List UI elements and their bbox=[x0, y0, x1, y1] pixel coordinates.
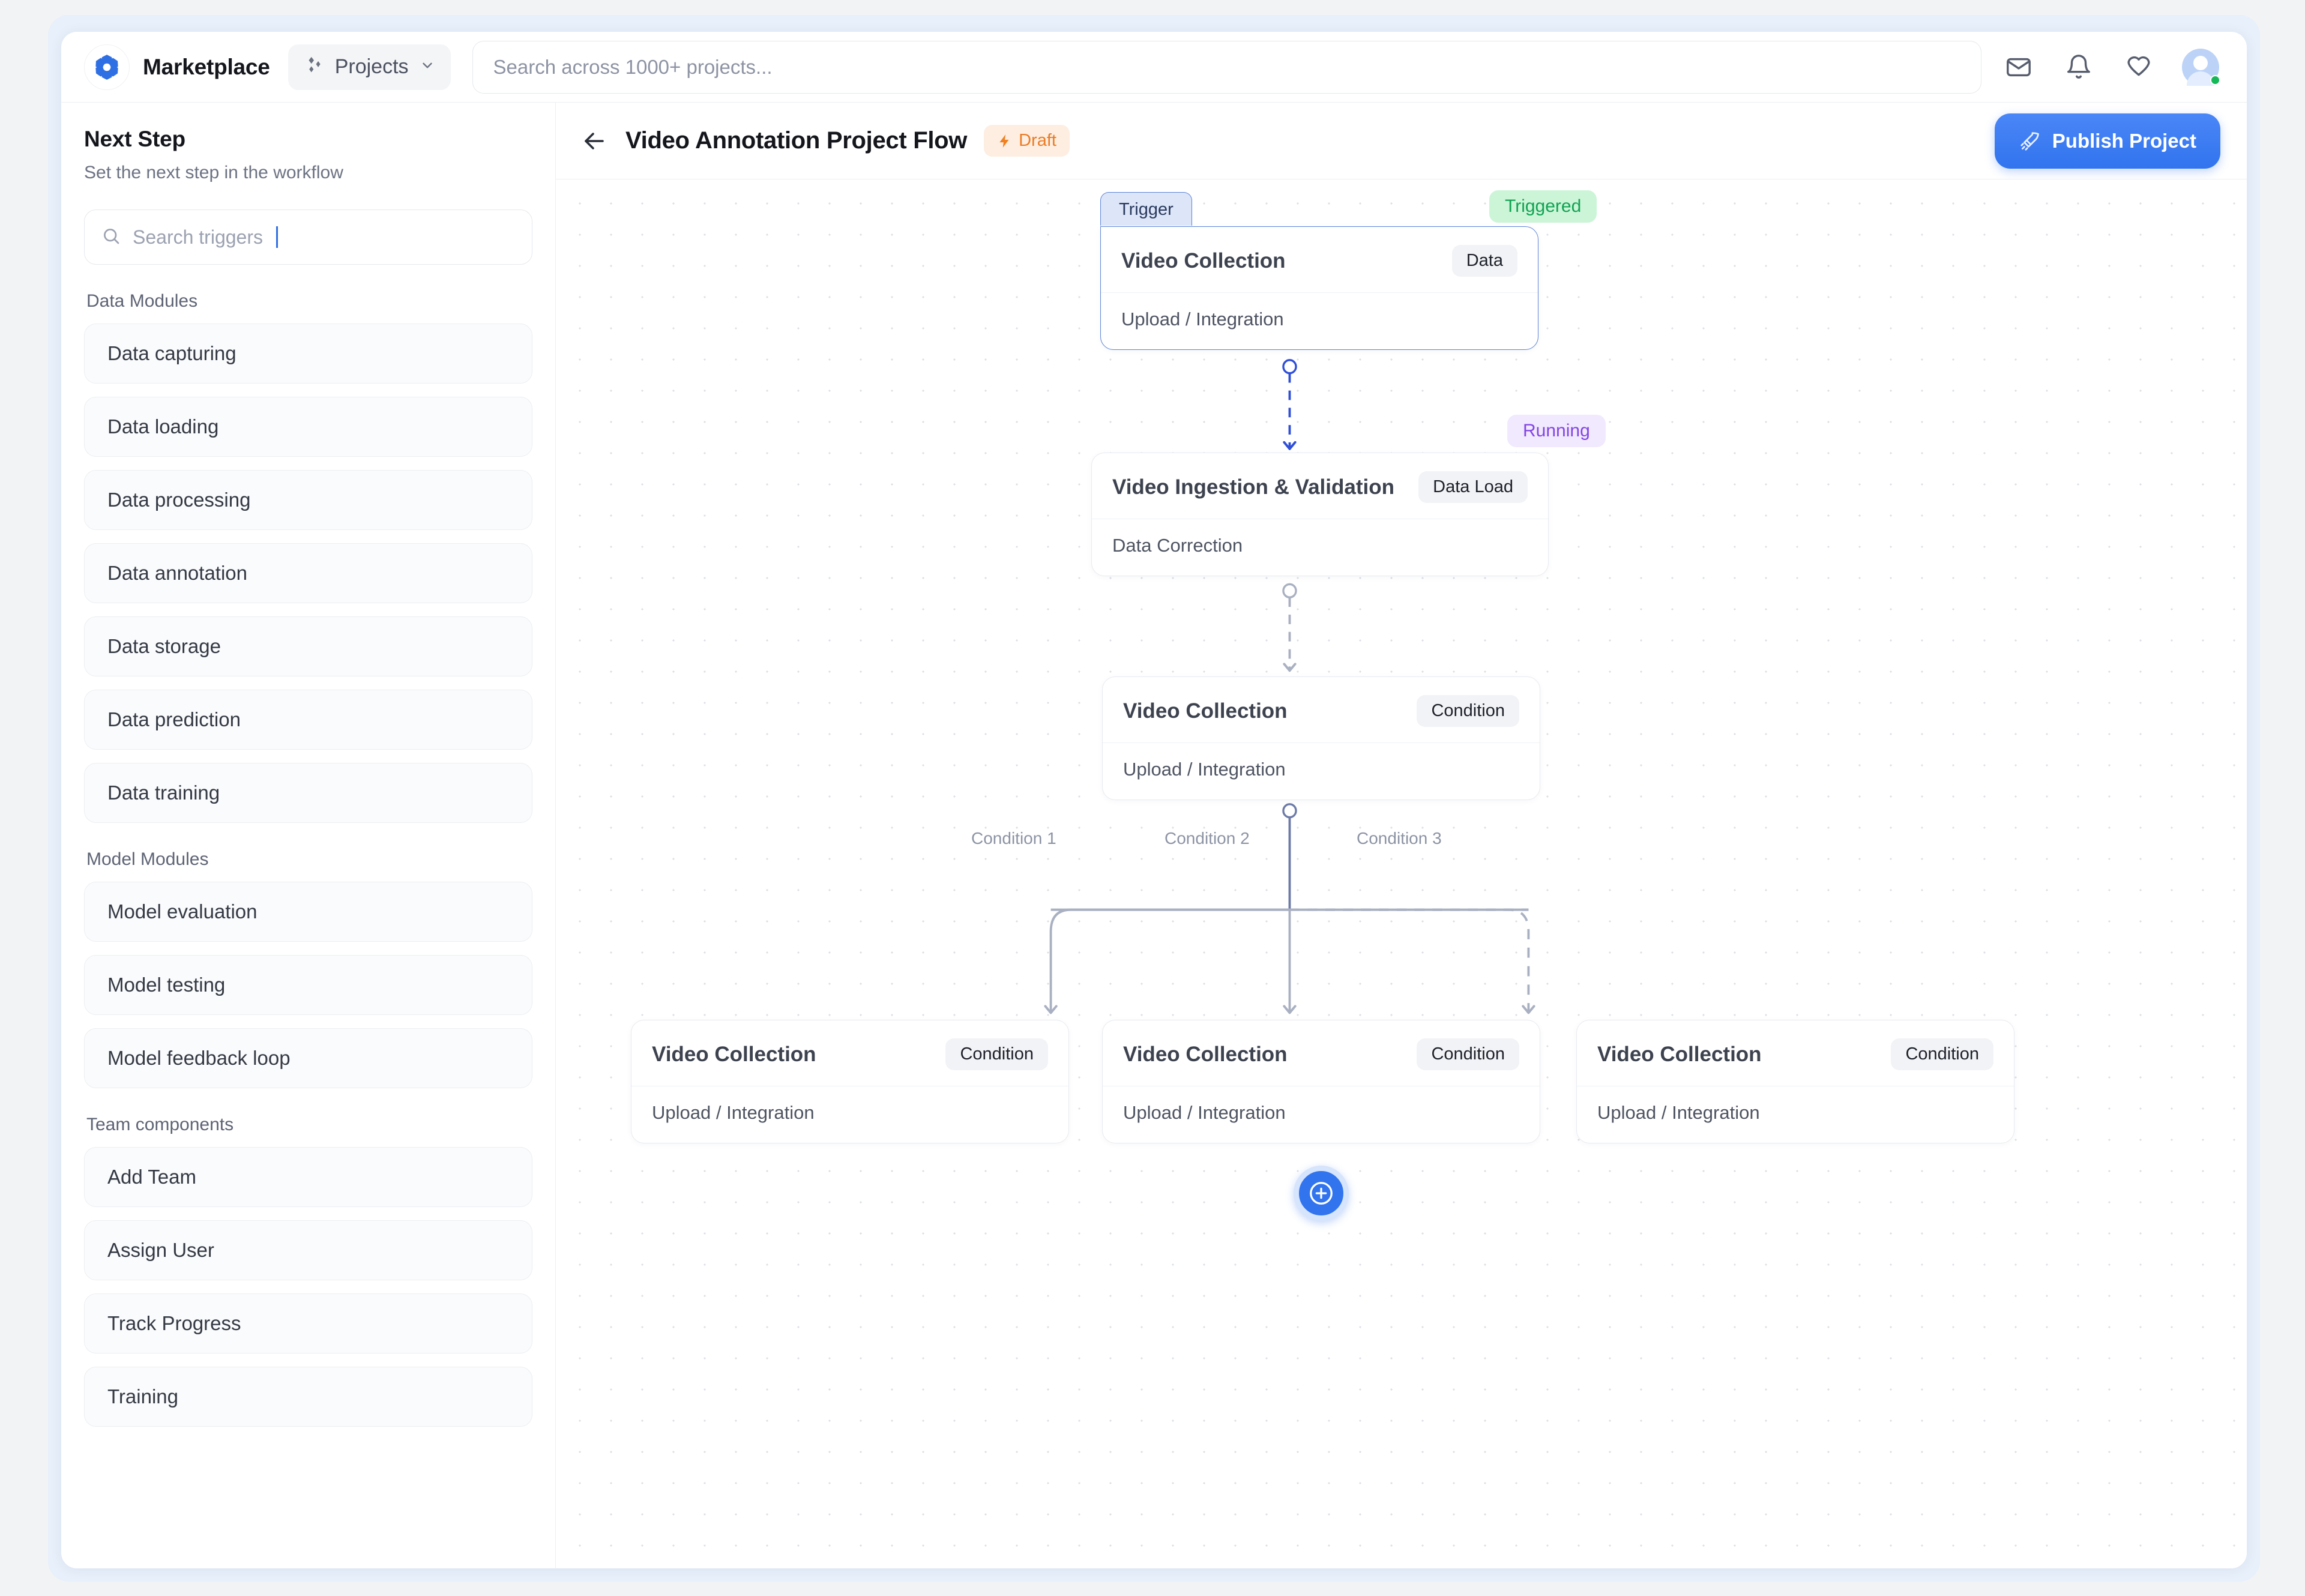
condition-label-1: Condition 1 bbox=[963, 829, 1065, 848]
search-icon bbox=[101, 226, 121, 248]
workflow-canvas[interactable]: Condition 1 Condition 2 Condition 3 Trig… bbox=[556, 179, 2247, 1568]
sidebar-item-data-capturing[interactable]: Data capturing bbox=[84, 324, 532, 384]
bell-icon[interactable] bbox=[2062, 50, 2096, 84]
sidebar-item-data-training[interactable]: Data training bbox=[84, 763, 532, 823]
publish-label: Publish Project bbox=[2052, 129, 2196, 152]
trigger-tab[interactable]: Trigger bbox=[1100, 192, 1192, 226]
avatar-head bbox=[2193, 55, 2208, 70]
ingestion-node-title: Video Ingestion & Validation bbox=[1112, 475, 1394, 499]
ingestion-node[interactable]: Video Ingestion & Validation Data Load D… bbox=[1091, 453, 1549, 576]
sidebar-title: Next Step bbox=[84, 127, 185, 151]
status-badge-triggered: Triggered bbox=[1489, 190, 1597, 223]
avatar[interactable] bbox=[2182, 48, 2220, 86]
ingestion-node-tag: Data Load bbox=[1418, 471, 1528, 503]
top-bar: Marketplace Projects bbox=[61, 32, 2247, 103]
branch-2-title: Video Collection bbox=[1123, 1042, 1288, 1066]
branch-3-body: Upload / Integration bbox=[1597, 1102, 1760, 1123]
status-badge-running: Running bbox=[1507, 415, 1606, 447]
mail-icon[interactable] bbox=[2002, 50, 2035, 84]
branch-3-title: Video Collection bbox=[1597, 1042, 1762, 1066]
branch-3-tag: Condition bbox=[1891, 1038, 1993, 1070]
chevron-down-icon bbox=[420, 58, 435, 76]
sidebar-item-add-team[interactable]: Add Team bbox=[84, 1147, 532, 1207]
trigger-node[interactable]: Trigger Video Collection Data Upload / I… bbox=[1100, 192, 1538, 350]
branch-1-head: Video Collection Condition bbox=[631, 1020, 1068, 1086]
sidebar-item-data-loading[interactable]: Data loading bbox=[84, 397, 532, 457]
projects-label: Projects bbox=[334, 55, 409, 78]
sidebar-item-model-feedback-loop[interactable]: Model feedback loop bbox=[84, 1028, 532, 1088]
app-window: Marketplace Projects bbox=[61, 32, 2247, 1568]
sidebar-item-data-processing[interactable]: Data processing bbox=[84, 470, 532, 530]
top-bar-icons bbox=[2002, 48, 2220, 86]
trigger-node-tag: Data bbox=[1451, 245, 1517, 277]
branch-1-tag: Condition bbox=[945, 1038, 1048, 1070]
trigger-search-placeholder: Search triggers bbox=[133, 226, 263, 248]
group-label-model-modules: Model Modules bbox=[86, 849, 209, 869]
trigger-node-body: Upload / Integration bbox=[1121, 309, 1284, 330]
status-dot-online bbox=[2210, 74, 2220, 85]
canvas-pane: Video Annotation Project Flow Draft bbox=[556, 103, 2247, 1568]
publish-project-button[interactable]: Publish Project bbox=[1994, 113, 2220, 169]
branch-node-2[interactable]: Video Collection Condition Upload / Inte… bbox=[1102, 1020, 1540, 1143]
brand-name: Marketplace bbox=[143, 54, 270, 79]
draft-label: Draft bbox=[1019, 131, 1056, 150]
sidebar-item-model-evaluation[interactable]: Model evaluation bbox=[84, 882, 532, 942]
branch-1-title: Video Collection bbox=[652, 1042, 816, 1066]
diamond-grid-icon bbox=[304, 55, 324, 79]
plus-circle-icon bbox=[1307, 1179, 1335, 1207]
condition-label-2: Condition 2 bbox=[1156, 829, 1258, 848]
lightning-bolt-icon bbox=[997, 133, 1013, 149]
global-search[interactable] bbox=[472, 40, 1981, 94]
condition-root-node[interactable]: Video Collection Condition Upload / Inte… bbox=[1102, 676, 1540, 800]
condition-root-body: Upload / Integration bbox=[1123, 759, 1286, 780]
branch-node-3[interactable]: Video Collection Condition Upload / Inte… bbox=[1576, 1020, 2014, 1143]
body-row: Next Step Set the next step in the workf… bbox=[61, 103, 2247, 1568]
sidebar-subtitle: Set the next step in the workflow bbox=[84, 163, 343, 182]
condition-label-3: Condition 3 bbox=[1348, 829, 1450, 848]
trigger-search-field[interactable]: Search triggers bbox=[84, 209, 532, 265]
branch-2-tag: Condition bbox=[1417, 1038, 1519, 1070]
status-badge-draft: Draft bbox=[984, 125, 1070, 157]
page-frame: Marketplace Projects bbox=[48, 15, 2260, 1582]
page-title: Video Annotation Project Flow bbox=[625, 127, 968, 154]
condition-root-tag: Condition bbox=[1417, 695, 1519, 727]
group-label-team-components: Team components bbox=[86, 1115, 234, 1134]
ingestion-node-head: Video Ingestion & Validation Data Load bbox=[1092, 453, 1548, 519]
flow-connectors bbox=[556, 359, 2247, 1568]
pinwheel-logo-icon bbox=[84, 44, 130, 90]
sidebar-item-data-prediction[interactable]: Data prediction bbox=[84, 690, 532, 750]
branch-2-head: Video Collection Condition bbox=[1103, 1020, 1540, 1086]
add-node-button[interactable] bbox=[1294, 1166, 1349, 1221]
group-label-data-modules: Data Modules bbox=[86, 291, 198, 311]
condition-root-title: Video Collection bbox=[1123, 699, 1288, 723]
sidebar-item-assign-user[interactable]: Assign User bbox=[84, 1220, 532, 1280]
sidebar-item-training[interactable]: Training bbox=[84, 1367, 532, 1427]
trigger-node-head: Video Collection Data bbox=[1101, 227, 1538, 293]
rocket-icon bbox=[2019, 130, 2041, 152]
branch-2-body: Upload / Integration bbox=[1123, 1102, 1286, 1123]
branch-node-1[interactable]: Video Collection Condition Upload / Inte… bbox=[631, 1020, 1069, 1143]
ingestion-node-body: Data Correction bbox=[1112, 535, 1243, 556]
condition-root-head: Video Collection Condition bbox=[1103, 677, 1540, 743]
sidebar-item-data-annotation[interactable]: Data annotation bbox=[84, 543, 532, 603]
sidebar-item-model-testing[interactable]: Model testing bbox=[84, 955, 532, 1015]
arrow-left-icon[interactable] bbox=[577, 124, 611, 158]
heart-icon[interactable] bbox=[2122, 50, 2156, 84]
search-input[interactable] bbox=[493, 55, 1960, 79]
branch-3-head: Video Collection Condition bbox=[1577, 1020, 2014, 1086]
sidebar-item-track-progress[interactable]: Track Progress bbox=[84, 1293, 532, 1354]
flow-header: Video Annotation Project Flow Draft bbox=[556, 103, 2247, 179]
sidebar-item-data-storage[interactable]: Data storage bbox=[84, 616, 532, 676]
text-cursor bbox=[276, 226, 278, 248]
projects-dropdown[interactable]: Projects bbox=[288, 44, 451, 90]
branch-1-body: Upload / Integration bbox=[652, 1102, 815, 1123]
sidebar: Next Step Set the next step in the workf… bbox=[61, 103, 556, 1568]
trigger-node-title: Video Collection bbox=[1121, 248, 1286, 273]
